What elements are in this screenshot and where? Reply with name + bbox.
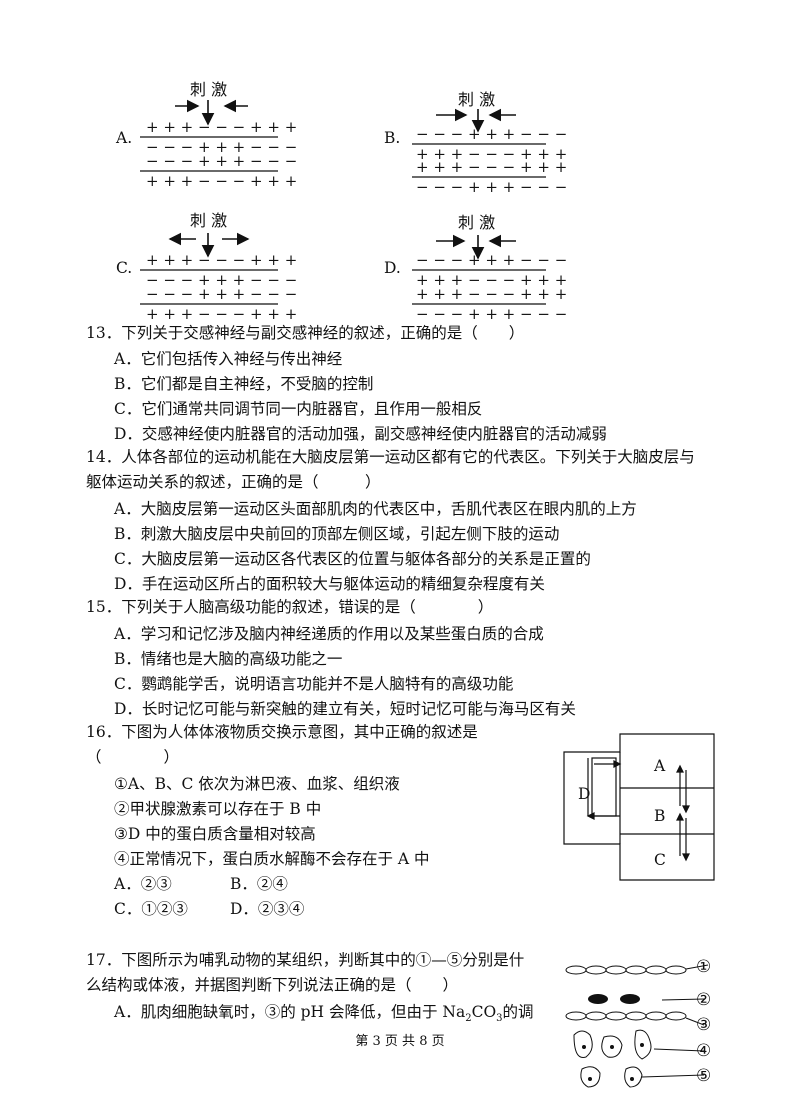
diagram-b-arrows	[436, 108, 516, 133]
q16-choice-a: A．②③	[114, 875, 172, 893]
q15-option-a: A．学习和记忆涉及脑内神经递质的作用以及某些蛋白质的合成	[114, 625, 544, 643]
diagram-b-row-3: + + + − − − + + +	[416, 158, 568, 176]
diagram-b-row-2: + + + − − − + + +	[416, 145, 568, 163]
diagram-d-row-3: + + + − − − + + +	[416, 285, 568, 303]
q13-option-d: D．交感神经使内脏器官的活动加强，副交感神经使内脏器官的活动减弱	[114, 425, 607, 443]
nerve-diagrams	[140, 99, 546, 305]
q17-stem-line1: 17．下图所示为哺乳动物的某组织，判断其中的①—⑤分别是什	[86, 951, 525, 969]
diagram-d-arrows	[436, 234, 516, 260]
diagram-a-membranes	[140, 136, 278, 172]
q15-option-c: C．鹦鹉能学舌，说明语言功能并不是人脑特有的高级功能	[114, 675, 514, 693]
diagram-b-row-4: − − − + + + − − −	[416, 178, 568, 196]
q16-body-fluid-diagram	[563, 733, 715, 881]
stimulus-label-d: 刺 激	[458, 213, 496, 232]
q16-statement-3: ③D 中的蛋白质含量相对较高	[114, 825, 316, 843]
q14-stem-line1: 14．人体各部位的运动机能在大脑皮层第一运动区都有它的代表区。下列关于大脑皮层与	[86, 448, 695, 466]
q16-statement-2: ②甲状腺激素可以存在于 B 中	[114, 800, 322, 818]
q16-paren: （ ）	[86, 748, 180, 766]
q17-option-a: A．肌肉细胞缺氧时，③的 pH 会降低，但由于 Na2CO3的调	[114, 1003, 534, 1025]
q13-option-c: C．它们通常共同调节同一内脏器官，且作用一般相反	[114, 400, 483, 418]
diagram-c-membranes	[140, 269, 278, 305]
q17-stem-line2: 么结构或体液，并据图判断下列说法正确的是（ ）	[86, 976, 459, 994]
q16-fig-label-d: D	[578, 785, 591, 803]
stimulus-label-a: 刺 激	[190, 80, 228, 99]
diagram-a-arrows	[175, 99, 248, 126]
q16-choice-b: B．②④	[230, 875, 288, 893]
q17-tissue-diagram	[565, 964, 709, 1088]
diagram-a-row-4: + + + − − − + + +	[146, 172, 298, 190]
q16-choice-d: D．②③④	[230, 900, 305, 918]
diagram-c-row-2: − − − + + + − − −	[146, 271, 298, 289]
q16-fig-label-b: B	[654, 807, 666, 825]
q16-choice-c: C．①②③	[114, 900, 188, 918]
diagram-d-row-4: − − − + + + − − −	[416, 305, 568, 323]
q15-option-b: B．情绪也是大脑的高级功能之一	[114, 650, 343, 668]
diagram-c-row-4: + + + − − − + + +	[146, 305, 298, 323]
diagram-c-arrows	[168, 232, 250, 258]
q15-option-d: D．长时记忆可能与新突触的建立有关，短时记忆可能与海马区有关	[114, 700, 576, 718]
q16-stem: 16．下图为人体体液物质交换示意图，其中正确的叙述是	[86, 723, 478, 741]
stimulus-label-b: 刺 激	[458, 90, 496, 109]
diagram-d-row-2: + + + − − − + + +	[416, 271, 568, 289]
q14-option-d: D．手在运动区所占的面积较大与躯体运动的精细复杂程度有关	[114, 575, 545, 593]
page-footer: 第 3 页 共 8 页	[355, 1034, 445, 1049]
q14-option-c: C．大脑皮层第一运动区各代表区的位置与躯体各部分的关系是正置的	[114, 550, 591, 568]
diagram-d-row-1: − − − + + + − − −	[416, 251, 568, 269]
q16-statement-4: ④正常情况下，蛋白质水解酶不会存在于 A 中	[114, 850, 430, 868]
q13-stem: 13．下列关于交感神经与副交感神经的叙述，正确的是（ ）	[86, 324, 525, 342]
diagram-c-label: C.	[116, 259, 133, 277]
diagram-a-row-2: − − − + + + − − −	[146, 138, 298, 156]
diagram-a-label: A.	[116, 129, 133, 147]
q16-fig-label-a: A	[654, 757, 666, 775]
q14-stem-line2: 躯体运动关系的叙述，正确的是（ ）	[86, 473, 381, 491]
stimulus-label-c: 刺 激	[190, 211, 228, 230]
q17-fig-label-4: ④	[696, 1041, 712, 1061]
q17-fig-label-5: ⑤	[696, 1066, 712, 1086]
q14-option-b: B．刺激大脑皮层中央前回的顶部左侧区域，引起左侧下肢的运动	[114, 525, 560, 543]
q13-option-b: B．它们都是自主神经，不受脑的控制	[114, 375, 374, 393]
diagram-d-label: D.	[384, 259, 401, 277]
q16-fig-label-c: C	[654, 851, 666, 869]
diagram-a-row-3: − − − + + + − − −	[146, 152, 298, 170]
q16-statement-1: ①A、B、C 依次为淋巴液、血浆、组织液	[114, 775, 400, 793]
diagram-b-membranes	[412, 143, 546, 178]
diagram-a-row-1: + + + − − − + + +	[146, 118, 298, 136]
q15-stem: 15．下列关于人脑高级功能的叙述，错误的是（ ）	[86, 598, 494, 616]
q17-fig-label-2: ②	[696, 990, 712, 1010]
diagram-b-label: B.	[384, 129, 401, 147]
q14-option-a: A．大脑皮层第一运动区头面部肌肉的代表区中，舌肌代表区在眼内肌的上方	[114, 500, 637, 518]
q17-fig-label-3: ③	[696, 1015, 712, 1035]
diagram-c-row-1: + + + − − − + + +	[146, 251, 298, 269]
diagram-b-row-1: − − − + + + − − −	[416, 125, 568, 143]
q13-option-a: A．它们包括传入神经与传出神经	[114, 350, 343, 368]
diagram-c-row-3: − − − + + + − − −	[146, 285, 298, 303]
diagram-d-membranes	[412, 269, 546, 305]
q17-fig-label-1: ①	[696, 957, 712, 977]
